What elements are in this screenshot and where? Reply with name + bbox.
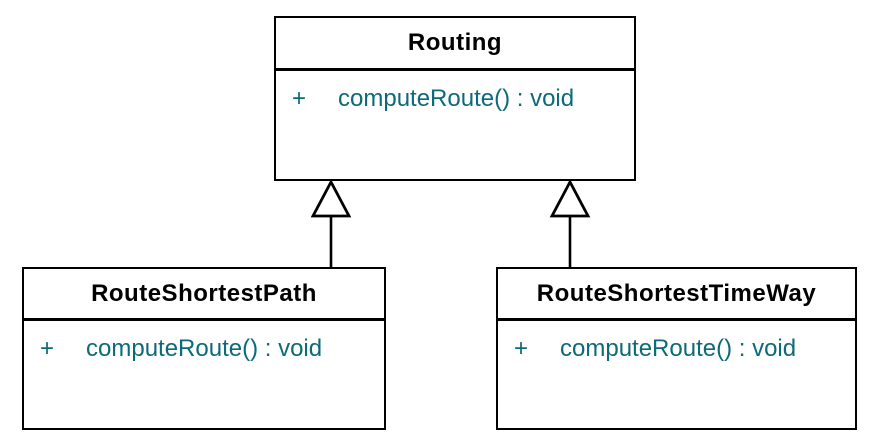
method-signature: computeRoute() : void [560,335,797,362]
members-compartment: + computeRoute() : void [24,321,384,363]
class-name: Routing [276,18,634,71]
generalization-arrow-left [310,179,352,267]
visibility-symbol: + [40,335,55,362]
method-row: + computeRoute() : void [40,335,384,363]
class-name: RouteShortestPath [24,269,384,321]
method-row: + computeRoute() : void [514,335,855,363]
class-box-route-shortest-path: RouteShortestPath + computeRoute() : voi… [22,267,386,430]
class-box-routing: Routing + computeRoute() : void [274,16,636,181]
method-signature: computeRoute() : void [338,85,575,112]
class-name: RouteShortestTimeWay [498,269,855,321]
visibility-symbol: + [292,85,307,112]
visibility-symbol: + [514,335,529,362]
method-row: + computeRoute() : void [292,85,634,113]
members-compartment: + computeRoute() : void [498,321,855,363]
members-compartment: + computeRoute() : void [276,71,634,113]
class-box-route-shortest-timeway: RouteShortestTimeWay + computeRoute() : … [496,267,857,430]
method-signature: computeRoute() : void [86,335,323,362]
generalization-arrow-right [549,179,591,267]
